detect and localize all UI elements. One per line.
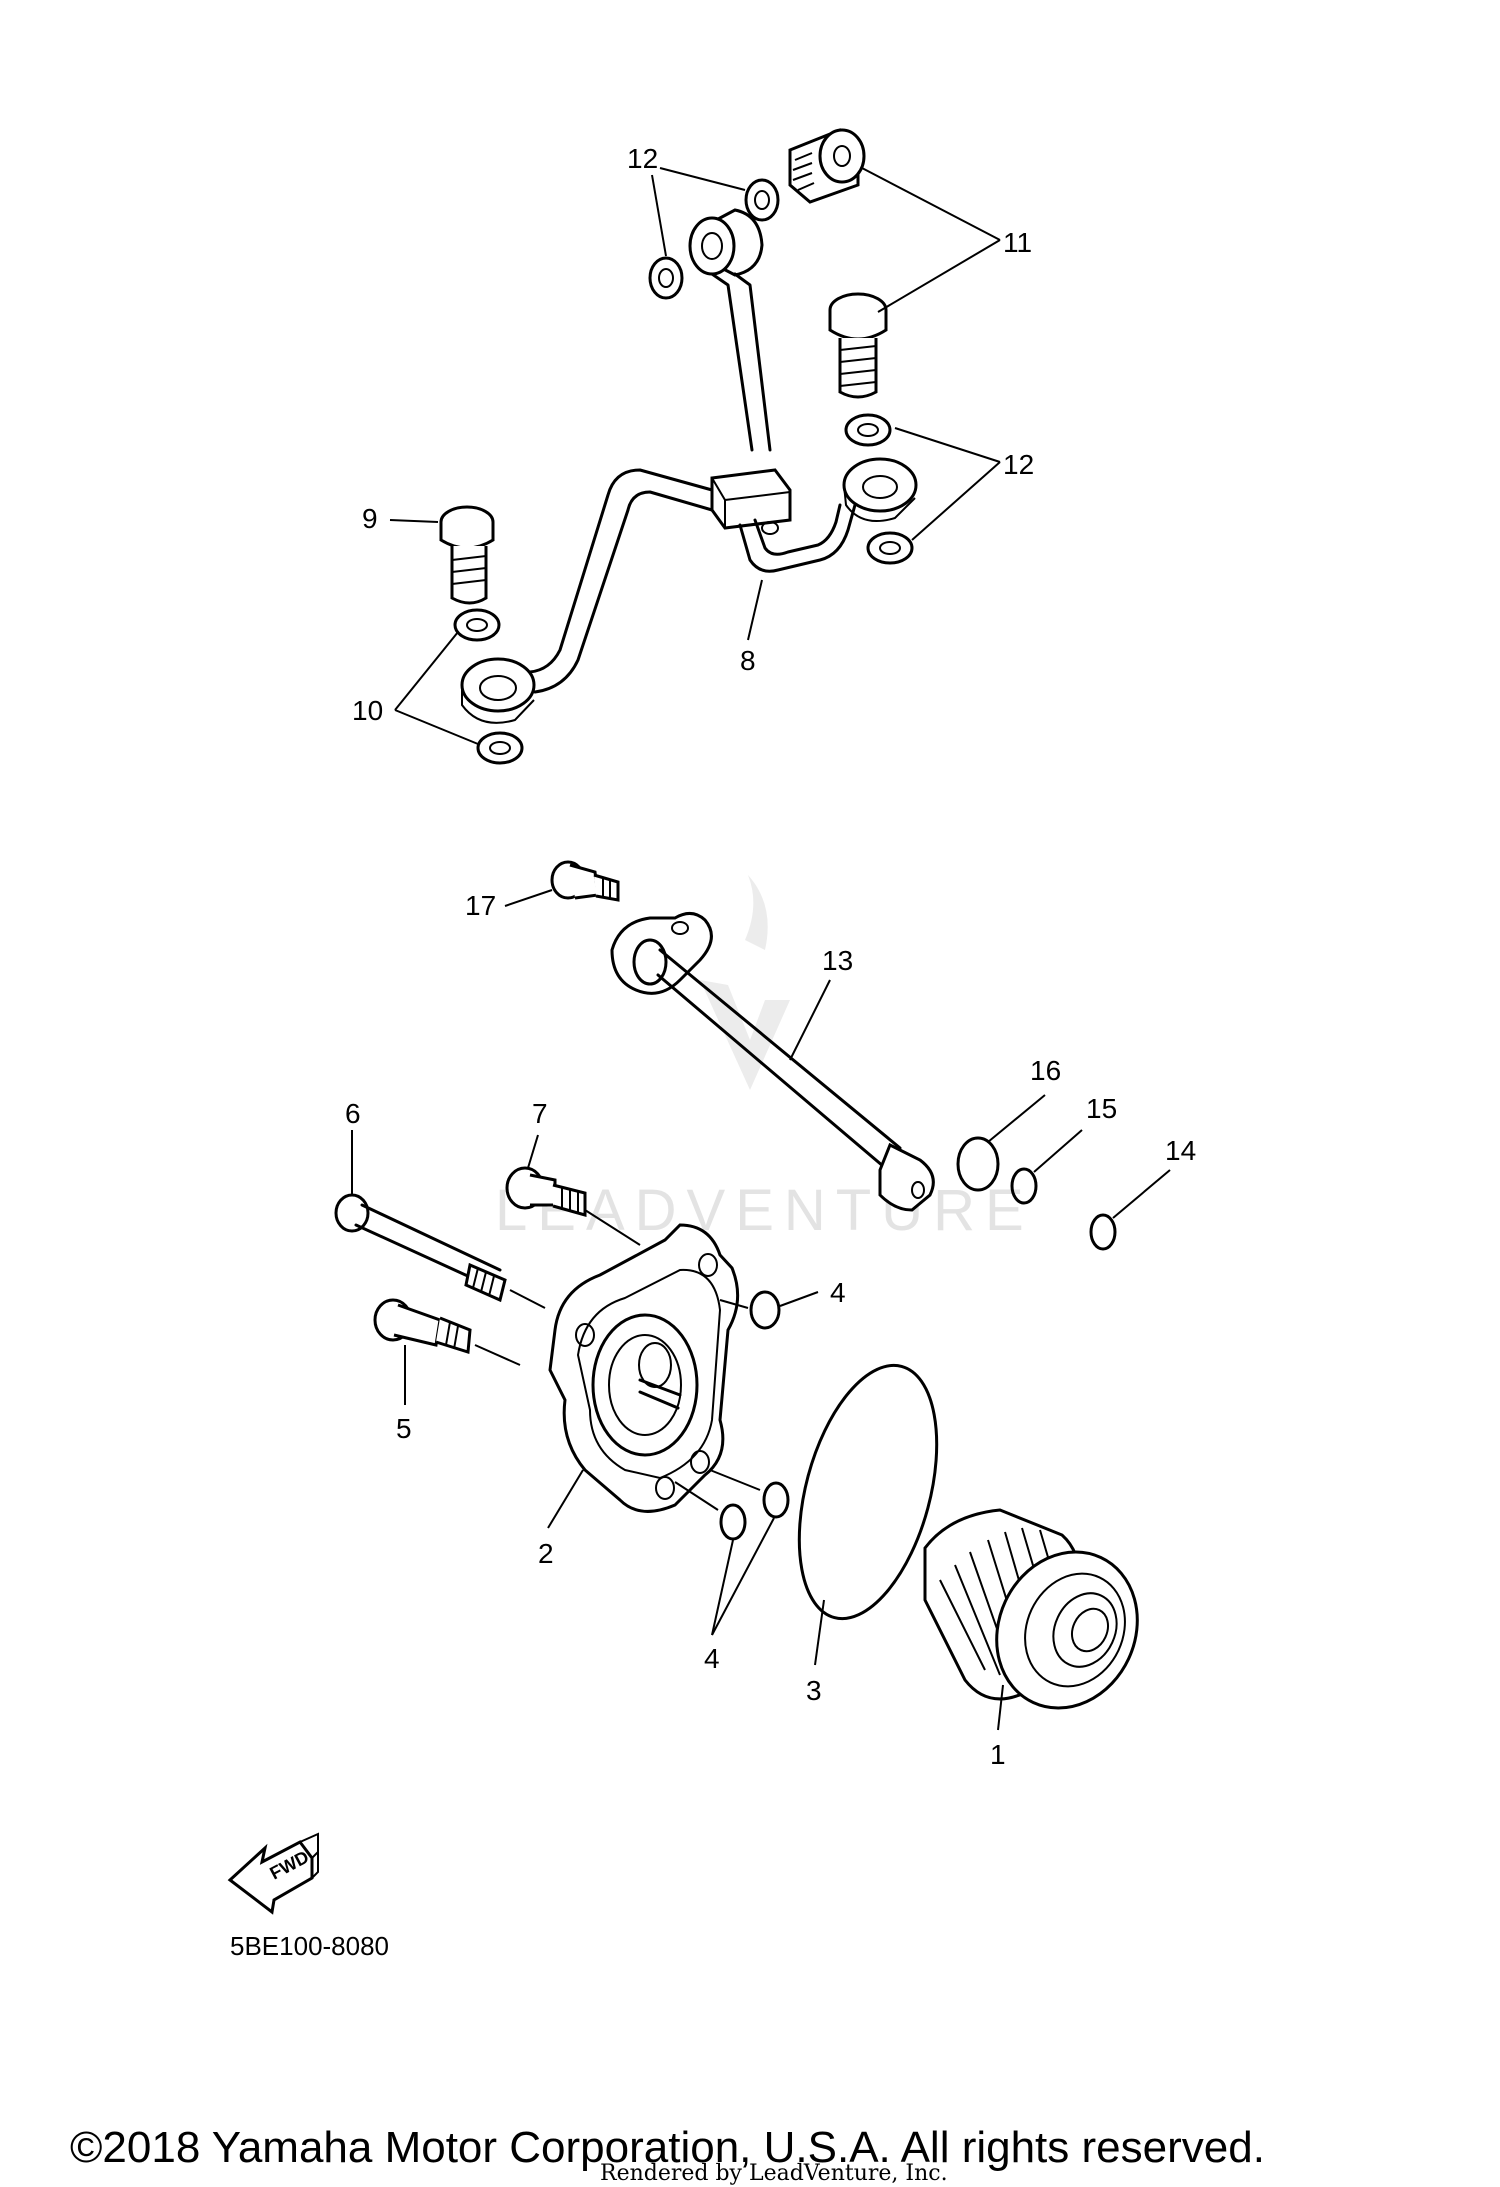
callout-leaders	[351, 167, 1171, 1731]
o-ring-4-lower-right	[762, 1481, 790, 1519]
union-bolt-11-lower	[828, 292, 888, 399]
callout-11: 11	[1003, 227, 1032, 258]
union-bolt-9	[439, 505, 495, 605]
callout-5: 5	[396, 1413, 412, 1444]
callout-6: 6	[345, 1098, 361, 1129]
o-ring-16	[956, 1136, 1000, 1192]
callout-3: 3	[806, 1675, 822, 1706]
rendered-by: Rendered by LeadVenture, Inc.	[600, 2161, 948, 2186]
callout-numbers: 12 11 12 9 10 8 17 13 16 15 14 6 7 4 5 2…	[345, 143, 1196, 1770]
callout-14: 14	[1165, 1135, 1196, 1166]
o-ring-4-lower-left	[719, 1503, 747, 1541]
o-ring-15	[1010, 1167, 1038, 1205]
washer-12-upper-left	[648, 256, 684, 300]
callout-9: 9	[362, 503, 378, 534]
callout-4-upper: 4	[830, 1277, 846, 1308]
callout-12-lower: 12	[1003, 449, 1034, 480]
washer-10-bottom	[476, 731, 524, 765]
callout-17: 17	[465, 890, 496, 921]
callout-12-upper: 12	[627, 143, 658, 174]
union-bolt-11-upper	[788, 128, 866, 204]
o-ring-14	[1089, 1213, 1117, 1251]
callout-1: 1	[990, 1739, 1006, 1770]
callout-8: 8	[740, 645, 756, 676]
washer-12-lower-bottom	[866, 531, 914, 565]
callout-15: 15	[1086, 1093, 1117, 1124]
copyright-notice: ©2018 Yamaha Motor Corporation, U.S.A. A…	[70, 2123, 1265, 2172]
diagram-code: 5BE100-8080	[230, 1931, 389, 1961]
fwd-arrow-icon: FWD	[227, 1832, 319, 1915]
callout-13: 13	[822, 945, 853, 976]
o-ring-4-upper	[749, 1290, 781, 1330]
bolt-6	[334, 1193, 507, 1303]
o-ring-3	[797, 1363, 939, 1621]
oil-pipe-13	[610, 912, 935, 1212]
washer-10-top	[453, 608, 501, 642]
washer-12-lower-top	[844, 413, 892, 447]
leadventure-watermark: LEADVENTURE	[495, 875, 1024, 1243]
callout-4-lower: 4	[704, 1643, 720, 1674]
oil-filter-cover-2	[548, 1223, 740, 1513]
bolt-5	[373, 1298, 472, 1354]
oil-delivery-pipe	[460, 208, 918, 724]
bolt-17	[550, 860, 620, 902]
callout-10: 10	[352, 695, 383, 726]
callout-2: 2	[538, 1538, 554, 1569]
oil-filter-element-1	[923, 1508, 1139, 1710]
callout-7: 7	[532, 1098, 548, 1129]
callout-16: 16	[1030, 1055, 1061, 1086]
washer-12-upper-right	[744, 178, 780, 222]
bolt-7	[505, 1166, 587, 1217]
